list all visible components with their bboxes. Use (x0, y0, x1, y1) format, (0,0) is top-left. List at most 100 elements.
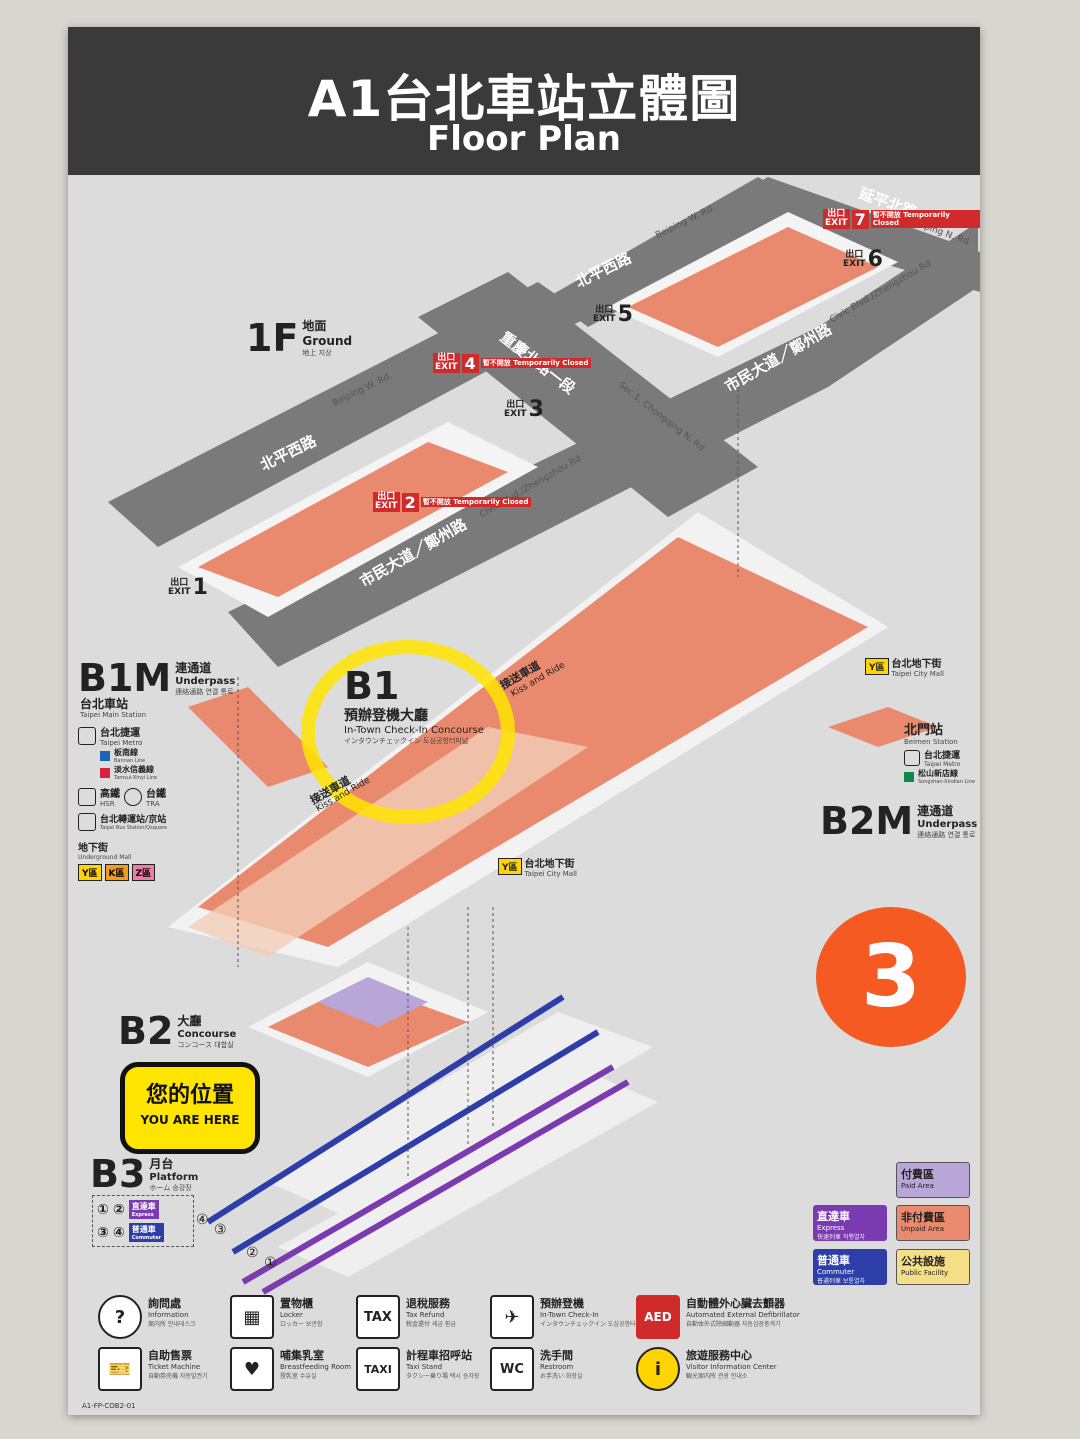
panel-tra-zh: 台鐵 (146, 789, 166, 800)
legend-visitor-en: Visitor Information Center (686, 1363, 777, 1371)
exit-6-label-zh: 出口 (845, 249, 864, 260)
panel-mall-zh: 地下街 (78, 843, 108, 854)
level-b2m-code: B2M (820, 799, 914, 843)
exit-2-closed-note: 暫不開放 Temporarily Closed (420, 497, 531, 507)
you-are-here-zh: 您的位置 (145, 1083, 234, 1108)
b1m-station-en: Taipei Main Station (80, 711, 147, 719)
platform-express-tag: 直達車 Express (128, 1200, 159, 1219)
key-commuter-zh: 普通車 (817, 1254, 850, 1267)
beimen-panel: 北門站 Beimen Station 台北捷運 Taipei Metro 松山新… (904, 719, 980, 785)
key-express: 直達車 Express 快速列車 직행열차 (813, 1205, 887, 1241)
level-b2m: B2M 連通道 Underpass 連絡通路 연결 통로 (820, 802, 977, 840)
legend-breastfeeding-zh: 哺集乳室 (280, 1349, 324, 1362)
legend-checkin-zh: 預辦登機 (540, 1297, 584, 1310)
track-blue-2 (231, 1029, 600, 1255)
level-b1m-ko: 連絡通路 연결 통로 (175, 688, 234, 696)
exit-5-num: 5 (617, 302, 633, 327)
legend-tax-zh: 退稅服務 (406, 1297, 450, 1310)
platform-express-zh: 直達車 (131, 1202, 156, 1211)
key-express-zh: 直達車 (817, 1210, 850, 1223)
platform-3: ③ (97, 1224, 109, 1241)
level-b1-zh: 預辦登機大廳 (344, 708, 428, 724)
legend-checkin-ko: インタウンチェックイン 도심공항터미널 (540, 1321, 647, 1328)
key-paid-zh: 付費區 (901, 1168, 934, 1181)
level-b1-code: B1 (344, 664, 400, 708)
key-public-en: Public Facility (901, 1269, 949, 1277)
panel-r-line: 淡水信義線 Tamsui-Xinyi Line (100, 764, 183, 781)
platform-legend: ① ② 直達車 Express ③ ④ 普通車 Commuter (92, 1195, 194, 1247)
metro-icon (78, 726, 96, 745)
beimen-g-zh: 松山新店線 (918, 769, 958, 778)
legend-locker-zh: 置物櫃 (280, 1297, 313, 1310)
level-b1-ko: インタウンチェックイン 도심공항터미널 (344, 737, 469, 745)
b1m-underpass (188, 687, 328, 787)
f1-concourse-left (198, 442, 508, 597)
platform-commuter-row: ③ ④ 普通車 Commuter (97, 1223, 189, 1242)
legend-information-en: Information (148, 1311, 189, 1319)
exit-7-closed-note: 暫不開放 Temporarily Closed (870, 210, 980, 228)
platform-express-row: ① ② 直達車 Express (97, 1200, 189, 1219)
legend-tax-en: Tax Refund (406, 1311, 445, 1319)
key-commuter-ko: 普通列車 보통열차 (817, 1278, 865, 1285)
level-b2-en: Concourse (177, 1029, 237, 1040)
bus-icon (78, 812, 96, 831)
level-b1m: B1M 連通道 Underpass 連絡通路 연결 통로 (78, 659, 235, 697)
you-are-here-en: YOU ARE HERE (140, 1113, 240, 1127)
platform-express-en: Express (131, 1212, 154, 1218)
legend-visitor-zh: 旅遊服務中心 (686, 1349, 752, 1362)
exit-7-label-zh: 出口 (827, 209, 846, 219)
exit-2-label-en: EXIT (375, 501, 398, 511)
panel-bus-en: Taipei Bus Station/Qsquare (100, 825, 168, 831)
exit-1-label-en: EXIT (168, 586, 191, 597)
level-b1m-zh: 連通道 (175, 661, 212, 675)
b2-paid-area (318, 977, 428, 1027)
level-b1m-code: B1M (78, 656, 172, 700)
exit-4-label-en: EXIT (435, 362, 458, 372)
panel-mall: 地下街 Underground Mall Y區 K區 Z區 (78, 839, 183, 881)
mall-link-east-zh: 台北地下街 (891, 659, 942, 670)
header-bar: A1台北車站立體圖 Floor Plan (68, 27, 980, 175)
road-beiping-east (548, 177, 808, 327)
legend-restroom-zh: 洗手間 (540, 1349, 573, 1362)
legend-restroom-en: Restroom (540, 1363, 574, 1371)
exit-4-label-zh: 出口 (437, 353, 456, 363)
track-num-4: ④ (196, 1212, 209, 1228)
platform-commuter-zh: 普通車 (131, 1225, 156, 1234)
breastfeeding-icon: ♥ (230, 1347, 274, 1391)
legend-ticket-zh: 自助售票 (148, 1349, 192, 1362)
legend-restroom-ko: お手洗い 화장실 (540, 1373, 583, 1380)
beimen-metro-en: Taipei Metro (924, 761, 961, 768)
level-1f-en: Ground (302, 334, 353, 348)
taxi-icon: TAXI (356, 1347, 400, 1391)
g-line-icon (904, 771, 914, 782)
exit-3-label-zh: 出口 (506, 399, 525, 410)
exit-5-label-en: EXIT (593, 313, 616, 324)
legend-information-zh: 詢問處 (148, 1297, 181, 1310)
exit-2-num: 2 (401, 492, 419, 512)
mall-link-east-en: Taipei City Mall (891, 670, 944, 678)
locker-icon: ▦ (230, 1295, 274, 1339)
exit-5-label-zh: 出口 (595, 304, 614, 315)
legend-locker-ko: ロッカー 보관함 (280, 1321, 323, 1328)
key-public-facility: 公共設施 Public Facility (896, 1249, 970, 1285)
panel-r-en: Tamsui-Xinyi Line (114, 775, 158, 781)
beimen-metro-icon (904, 750, 920, 766)
legend-ticket-en: Ticket Machine (148, 1363, 201, 1371)
mall-link-south-en: Taipei City Mall (524, 870, 577, 878)
level-b3-code: B3 (90, 1152, 146, 1196)
level-b3-en: Platform (149, 1172, 199, 1183)
beimen-g-line: 松山新店線 Songshan-Xindian Line (904, 768, 980, 785)
